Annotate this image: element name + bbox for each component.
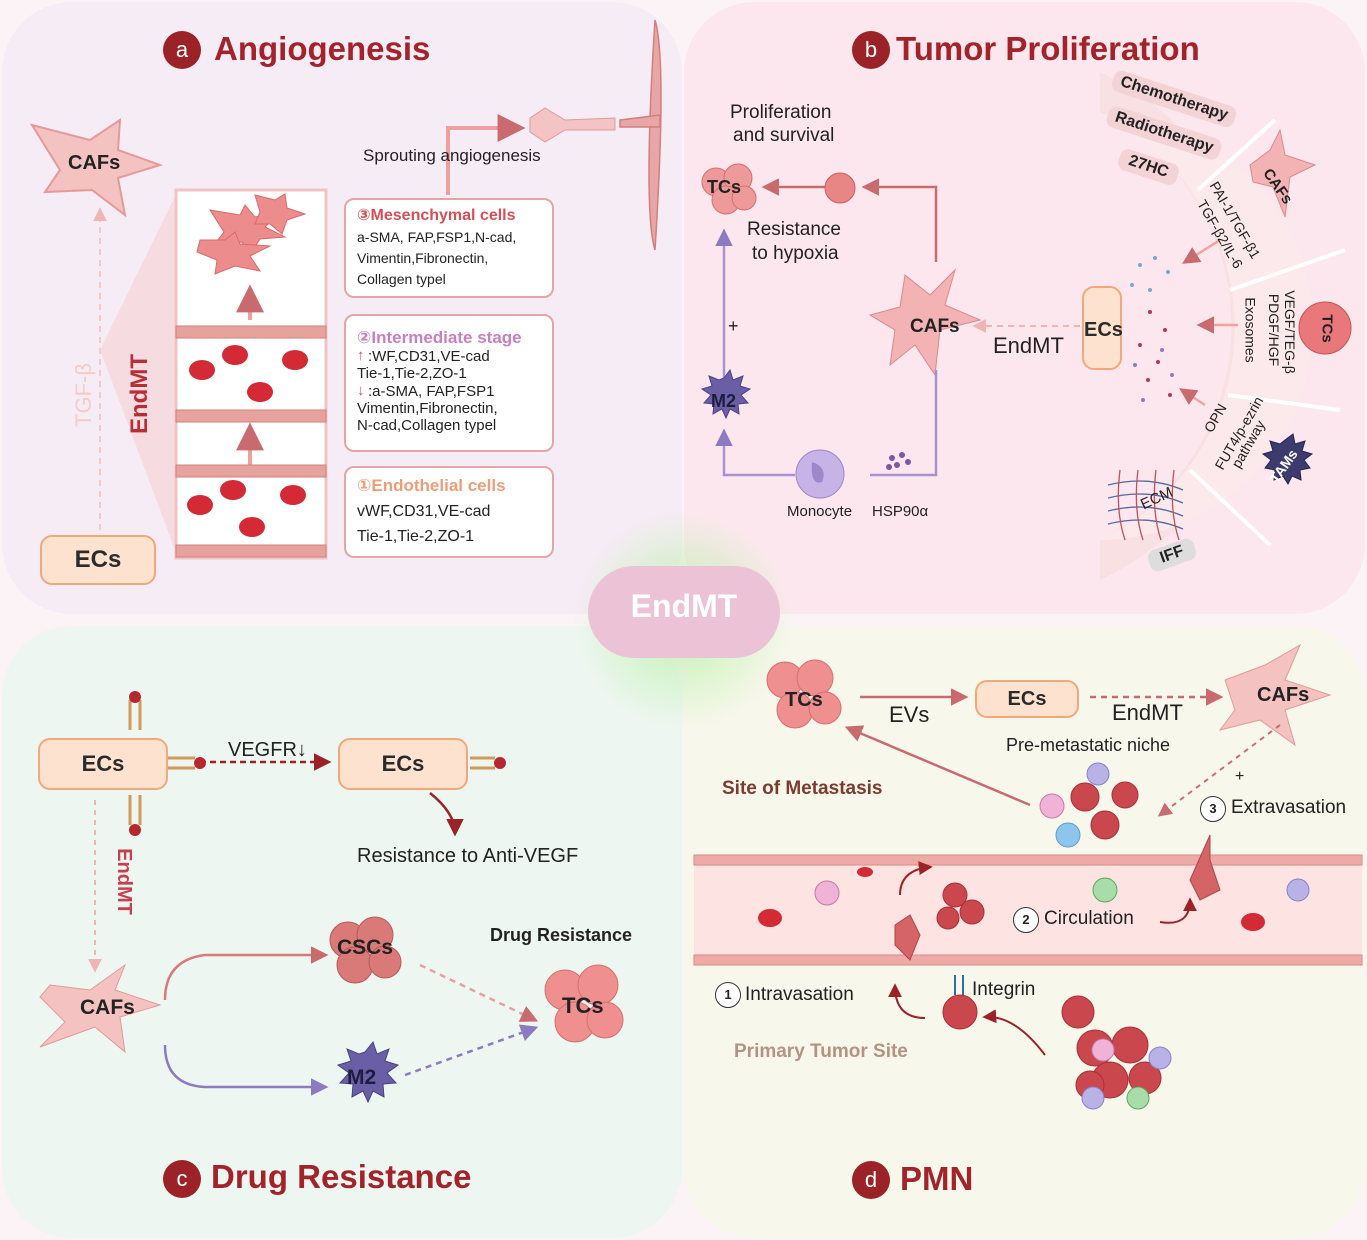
primary-tumor-label: Primary Tumor Site — [734, 1041, 908, 1062]
mesenchymal-line-2: Vimentin,Fibronectin, — [357, 250, 489, 266]
step-3-badge: 3 — [1200, 796, 1226, 822]
panel-c-title: Drug Resistance — [211, 1158, 472, 1195]
panel-b-m2: M2 — [711, 391, 737, 411]
panel-a-background — [2, 2, 682, 614]
panel-c-cafs: CAFs — [80, 996, 135, 1019]
panel-c-ecs-2: ECs — [338, 738, 468, 790]
panel-c-endmt: EndMT — [112, 848, 135, 915]
evs-label: EVs — [889, 702, 930, 727]
mesenchymal-line-3: Collagen typel — [357, 271, 446, 287]
panel-a-cafs: CAFs — [68, 152, 121, 174]
panel-d-endmt: EndMT — [1112, 700, 1183, 725]
intermediate-title: ②Intermediate stage — [357, 328, 522, 347]
panel-a-ecs: ECs — [40, 535, 156, 585]
integrin-label: Integrin — [972, 979, 1036, 1000]
intermediate-line-3: :a-SMA, FAP,FSP1 — [368, 383, 495, 400]
panel-a-caf-cell — [29, 118, 164, 218]
panel-a-title: Angiogenesis — [214, 30, 431, 67]
step-1-badge: 1 — [715, 982, 741, 1008]
panel-d-plus: + — [1235, 768, 1245, 785]
panel-c-ecs-1: ECs — [38, 738, 168, 790]
vegfr-label: VEGFR↓ — [228, 739, 307, 761]
down-arrow-icon: ↓ — [357, 382, 365, 399]
sprouting-angiogenesis-label: Sprouting angiogenesis — [363, 146, 541, 165]
intravasation-label: Intravasation — [745, 984, 854, 1005]
vegf-label: VEGF/TEG-β — [1281, 290, 1298, 374]
hsp-label: HSP90α — [872, 503, 929, 520]
hypoxia-line-2: to hypoxia — [752, 243, 839, 264]
intermediate-box — [344, 314, 554, 452]
panel-a-endmt-label: EndMT — [125, 354, 153, 434]
hypoxia-line-1: Resistance — [747, 219, 841, 240]
panel-b-plus: + — [728, 316, 739, 336]
drug-resistance-label: Drug Resistance — [490, 925, 633, 945]
mesenchymal-box — [344, 198, 554, 298]
intermediate-line-1: :WF,CD31,VE-cad — [368, 348, 490, 365]
panel-c-m2: M2 — [347, 1066, 377, 1089]
prolif-line-1: Proliferation — [730, 102, 832, 123]
site-metastasis-label: Site of Metastasis — [722, 778, 883, 799]
intermediate-line-4: Vimentin,Fibronectin, — [357, 400, 498, 417]
niche-label: Pre-metastatic niche — [1006, 735, 1171, 755]
exosomes-label: Exosomes — [1242, 297, 1259, 363]
panel-b-title: Tumor Proliferation — [896, 30, 1200, 67]
prolif-line-2: and survival — [733, 125, 835, 146]
tcs-cluster-b — [701, 163, 757, 215]
panel-a-tgf-label: TGF-β — [70, 363, 96, 427]
fan-tcs-label: TCs — [1318, 314, 1336, 343]
panel-b-cafs: CAFs — [910, 316, 960, 337]
step-2-badge: 2 — [1013, 907, 1039, 933]
panel-b-letter: b — [852, 31, 890, 69]
endothelial-line-2: Tie-1,Tie-2,ZO-1 — [357, 528, 475, 545]
endothelial-box — [344, 466, 554, 558]
anti-vegf-label: Resistance to Anti-VEGF — [357, 845, 579, 867]
panel-d-ecs: ECs — [975, 680, 1079, 718]
center-endmt-pill — [588, 566, 780, 658]
intermediate-line-5: N-cad,Collagen typel — [357, 417, 497, 434]
panel-c-tcs: TCs — [562, 993, 604, 1018]
extravasation-label: Extravasation — [1231, 797, 1347, 818]
mesenchymal-line-1: a-SMA, FAP,FSP1,N-cad, — [357, 229, 517, 245]
panel-d-tcs: TCs — [785, 689, 823, 711]
endothelial-title: ①Endothelial cells — [357, 476, 506, 495]
panel-b-tcs: TCs — [707, 177, 742, 197]
mesenchymal-cells-cluster — [196, 193, 307, 275]
up-arrow-icon: ↑ — [357, 347, 365, 364]
monocyte-label: Monocyte — [787, 503, 853, 520]
panel-d-title: PMN — [900, 1160, 974, 1197]
panel-c-letter: c — [163, 1160, 201, 1198]
panel-a-letter: a — [163, 31, 201, 69]
panel-d-letter: d — [852, 1161, 890, 1199]
mesenchymal-title: ③Mesenchymal cells — [357, 207, 516, 224]
panel-b-ecs: ECs — [1082, 286, 1123, 370]
panel-d-cafs: CAFs — [1257, 684, 1310, 706]
endothelial-line-1: vWF,CD31,VE-cad — [357, 503, 491, 520]
center-endmt-label: EndMT — [630, 588, 738, 624]
cscs-label: CSCs — [337, 936, 394, 959]
circulation-label: Circulation — [1044, 908, 1134, 929]
pdgf-label: PDGF/HGF — [1266, 293, 1283, 367]
panel-b-endmt: EndMT — [993, 333, 1064, 358]
intermediate-line-2: Tie-1,Tie-2,ZO-1 — [357, 365, 467, 382]
